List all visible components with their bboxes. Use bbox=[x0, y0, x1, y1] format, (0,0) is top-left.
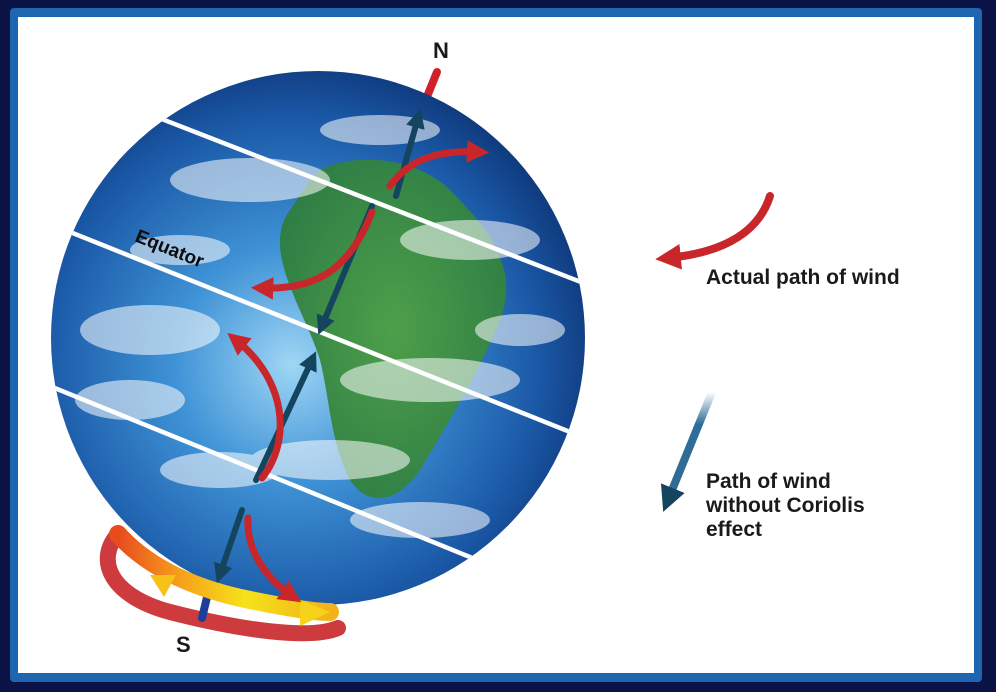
legend-actual-arrow bbox=[655, 192, 774, 270]
rotation-ring-back bbox=[99, 526, 346, 642]
legend-no-coriolis-line2: without Coriolis bbox=[706, 494, 865, 517]
south-label: S bbox=[176, 632, 191, 657]
legend-no-coriolis-arrow bbox=[660, 388, 716, 512]
globe bbox=[51, 71, 585, 605]
legend-actual-path-label: Actual path of wind bbox=[706, 266, 900, 289]
legend-no-coriolis-label: Path of wind without Coriolis effect bbox=[706, 470, 865, 542]
legend-no-coriolis-line1: Path of wind bbox=[706, 470, 831, 493]
rotation-ring-arrow bbox=[109, 525, 339, 626]
legend-no-coriolis-line3: effect bbox=[706, 518, 763, 541]
actual-wind-arrows bbox=[227, 140, 490, 603]
north-label: N bbox=[433, 38, 449, 63]
